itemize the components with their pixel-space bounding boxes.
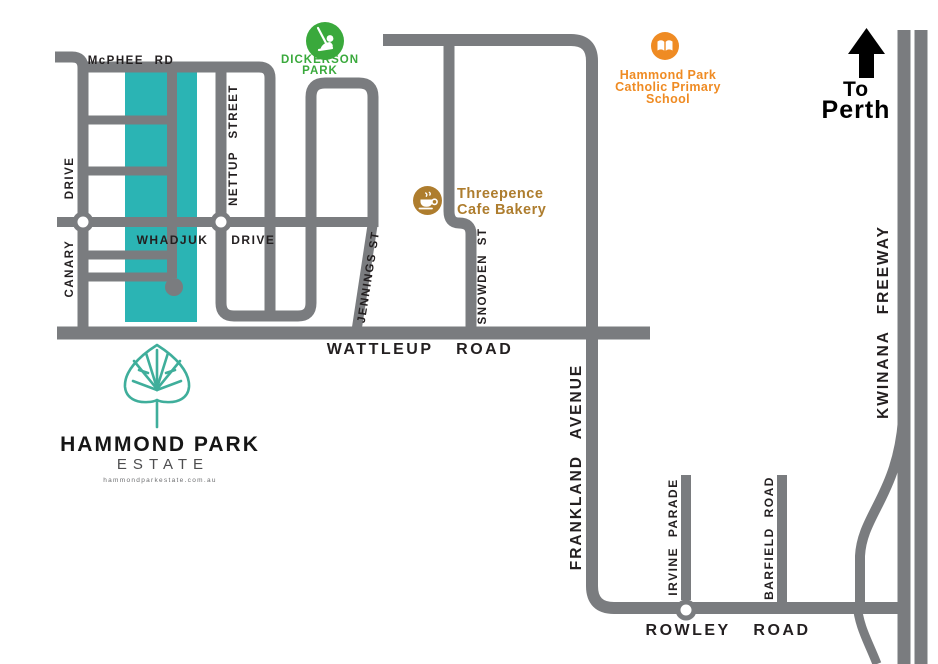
school-name-line3: School (645, 92, 691, 106)
logo-website: hammondparkestate.com.au (103, 477, 217, 484)
label-canary-drive: CANARY DRIVE (64, 156, 76, 298)
estate-area (125, 72, 197, 322)
label-wattleup-road: WATTLEUP ROAD (326, 341, 514, 358)
park-name-line1: DICKERSON (280, 54, 360, 66)
swing-icon (306, 22, 344, 60)
direction-line1: To (842, 78, 870, 101)
coffee-cup-icon (413, 186, 442, 215)
cafe-name-line2: Cafe Bakery (457, 202, 547, 218)
direction-to-perth: To Perth (821, 78, 891, 124)
road-jennings-st (351, 221, 378, 335)
label-frankland-avenue: FRANKLAND AVENUE (568, 363, 585, 571)
school-name-line1: Hammond Park (619, 68, 717, 82)
label-mcphee-rd: McPHEE RD (87, 55, 175, 67)
label-whadjuk-drive: WHADJUK DRIVE (136, 233, 276, 247)
road-mcphee-rd (83, 61, 276, 316)
road-freeway-offramp (855, 419, 908, 603)
cul-de-sac (165, 278, 183, 296)
park-name-line2: PARK (302, 65, 338, 77)
logo-name: HAMMOND PARK (60, 433, 260, 456)
leaf-icon (123, 343, 191, 429)
poi-threepence-cafe-bakery: Threepence Cafe Bakery (457, 186, 546, 218)
logo-subtitle: ESTATE (116, 456, 210, 473)
estate-logo: HAMMOND PARK ESTATE hammondparkestate.co… (60, 434, 260, 484)
label-nettup-street: NETTUP STREET (228, 84, 240, 206)
open-book-icon (651, 32, 679, 60)
direction-line2: Perth (821, 96, 891, 124)
label-snowden-st: SNOWDEN ST (477, 227, 489, 325)
roundabouts (72, 211, 697, 621)
school-name-line2: Catholic Primary (615, 80, 721, 94)
road-snowden-st (443, 40, 477, 333)
label-rowley-road: ROWLEY ROAD (645, 622, 811, 639)
road-nettup-street (215, 67, 379, 322)
poi-dickerson-park: DICKERSON PARK (280, 54, 360, 77)
road-side-streets (83, 115, 172, 282)
roads (55, 30, 928, 664)
road-canary-drive (55, 51, 89, 333)
label-barfield-road: BARFIELD ROAD (762, 476, 776, 600)
cafe-name-line1: Threepence (457, 186, 544, 202)
road-freeway-onramp (852, 603, 882, 664)
up-arrow-icon (848, 28, 885, 78)
label-irvine-parade: IRVINE PARADE (666, 478, 680, 596)
road-frankland-rowley (383, 34, 899, 614)
poi-hammond-park-catholic-primary-school: Hammond Park Catholic Primary School (615, 68, 721, 106)
label-kwinana-freeway: KWINANA FREEWAY (875, 225, 892, 419)
